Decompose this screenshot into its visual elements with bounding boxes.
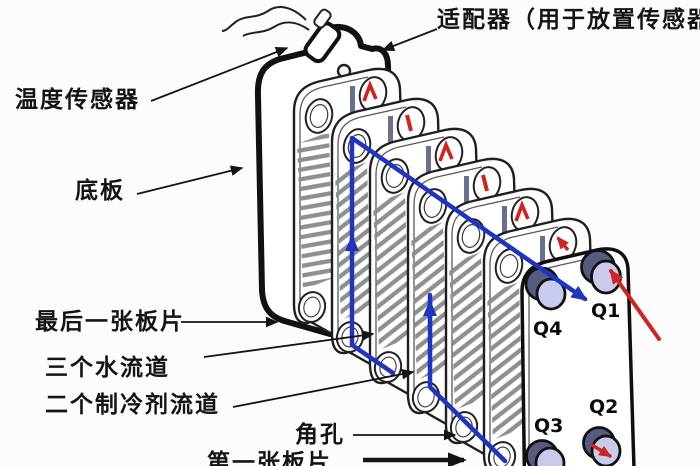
port-q4-label: Q4 (533, 318, 563, 340)
corner-hole-label: 角孔 (295, 421, 345, 447)
adapter-leader (381, 28, 438, 51)
last-plate-label: 最后一张板片 (35, 308, 185, 334)
refrigerant-arrows (590, 268, 661, 458)
port-q1-label: Q1 (591, 300, 621, 322)
refrigerant-mark (481, 174, 489, 192)
water-out-arrow (349, 135, 588, 348)
port-neck-bar (464, 176, 469, 206)
refrigerant-channel-leader (232, 368, 415, 408)
port-neck-bar (350, 86, 355, 116)
channel-hatch (449, 252, 485, 410)
first-plate (520, 247, 636, 466)
refrigerant-in-arrow (609, 268, 661, 341)
adapter-label: 适配器（用于放置传感器 (437, 6, 700, 32)
channel-hatch (373, 192, 409, 350)
refrigerant-mark (556, 236, 570, 252)
port-q3 (525, 439, 566, 466)
channel-hatch (297, 132, 333, 290)
sensor-cable (221, 6, 310, 37)
heat-plate (368, 127, 488, 440)
refrigerant-mark (405, 114, 413, 132)
base-plate-leader (136, 165, 244, 195)
refrigerant-up-mark (362, 80, 378, 102)
heat-plate (482, 217, 602, 466)
temperature-sensor-label: 温度传感器 (15, 86, 140, 112)
plate-stack (292, 67, 636, 466)
temp-sensor-leader (150, 47, 289, 102)
first-plate-label: 第一张板片 (207, 449, 332, 466)
refrigerant-q2-arrow (590, 443, 613, 458)
water-flow-path (345, 135, 588, 464)
heat-plate (444, 187, 564, 466)
port-neck-bar (540, 236, 545, 266)
water-channel-leader (203, 330, 375, 358)
leader-lines (136, 28, 467, 466)
port-q3-label: Q3 (534, 415, 564, 437)
channel-hatch (487, 282, 523, 440)
port-q2-label: Q2 (589, 396, 619, 418)
water-channels-label: 三个水流道 (45, 354, 170, 380)
port-neck-bar (502, 206, 507, 236)
port-neck-bar (388, 116, 393, 146)
base-plate-label: 底板 (75, 177, 125, 203)
refrigerant-channels-label: 二个制冷剂流道 (45, 391, 220, 417)
heat-plate (292, 67, 412, 380)
port-neck-bar (426, 146, 431, 176)
refrigerant-up-mark (514, 200, 530, 222)
sensor-probe (303, 8, 342, 64)
refrigerant-up-mark (438, 140, 454, 162)
